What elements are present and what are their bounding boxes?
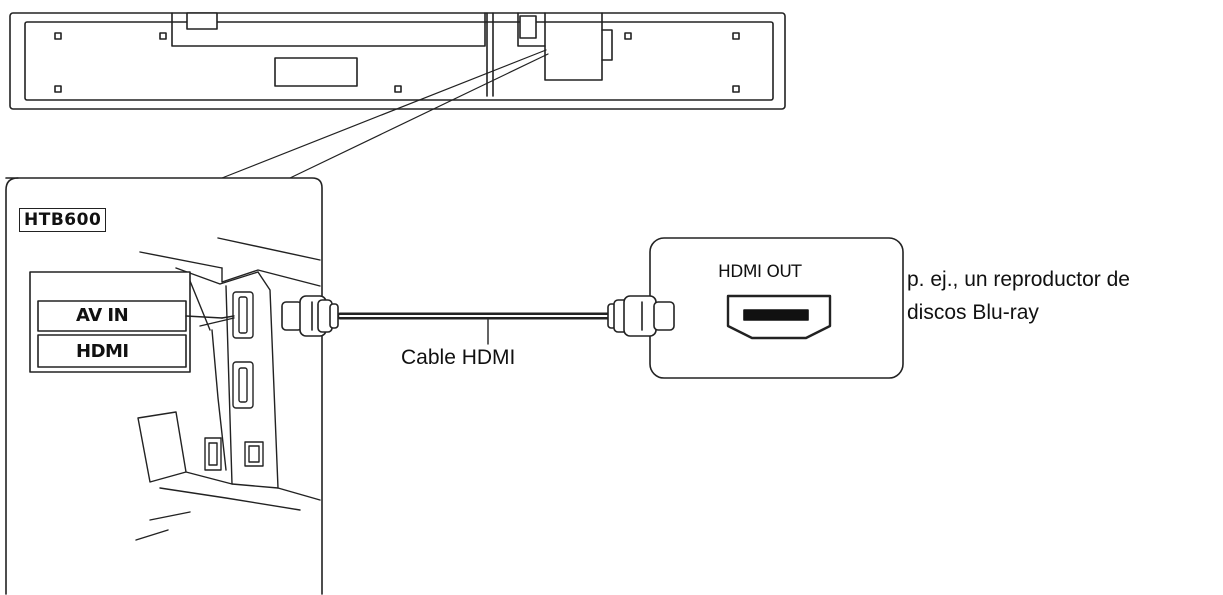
source-device-box xyxy=(649,237,904,379)
device-description-line-2: discos Blu-ray xyxy=(907,301,1039,324)
inset-jack-panel xyxy=(135,237,321,541)
device-description: p. ej., un reproductor de discos Blu-ray xyxy=(907,263,1223,329)
soundbar-rear-view xyxy=(9,12,786,110)
hdmi-cable xyxy=(281,295,675,345)
cable-label: Cable HDMI xyxy=(401,346,516,369)
left-hdmi-plug xyxy=(281,295,339,337)
device-description-line-1: p. ej., un reproductor de xyxy=(907,268,1130,291)
av-in-port-label: AV IN xyxy=(76,305,129,326)
zoom-guide-lines xyxy=(221,49,549,179)
port-label-box xyxy=(29,271,223,373)
right-hdmi-plug xyxy=(607,295,675,337)
model-label: HTB600 xyxy=(19,208,107,232)
hdmi-in-port-label: HDMI xyxy=(76,341,129,362)
zoom-inset-panel xyxy=(5,177,323,595)
hdmi-out-label: HDMI OUT xyxy=(718,262,802,282)
